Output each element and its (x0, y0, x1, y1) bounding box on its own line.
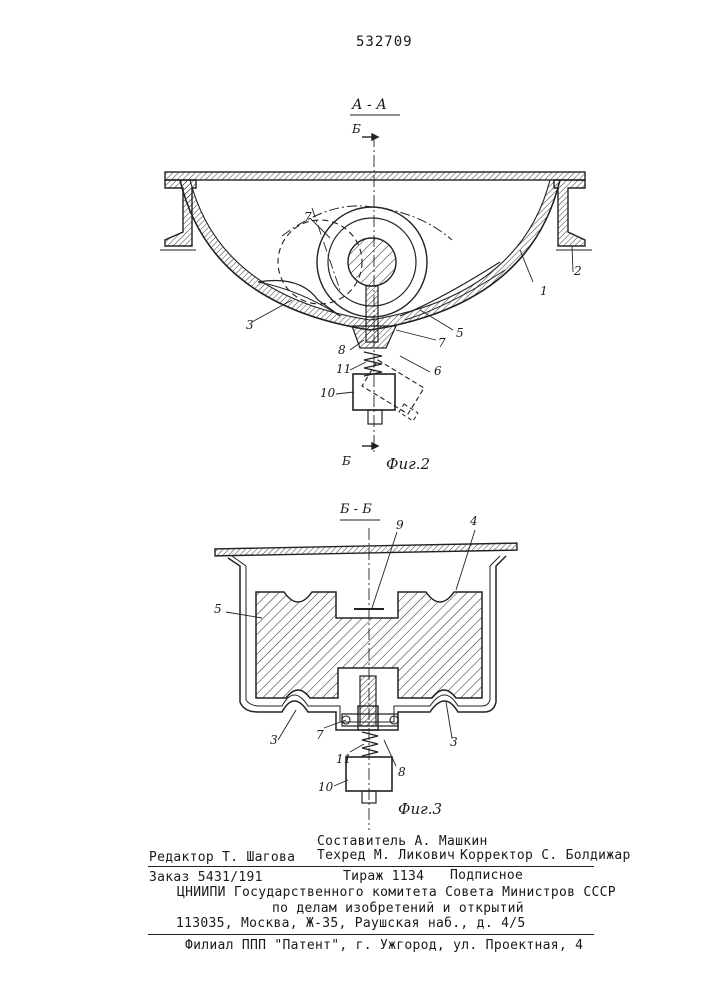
fig2-label-6: 6 (434, 364, 442, 378)
corrector-line: Корректор С. Болдижар (460, 848, 631, 863)
org-line-2: по делам изобретений и открытий (272, 901, 524, 916)
fig2-label-7: 7 (438, 336, 446, 350)
fig2-label-8: 8 (338, 343, 346, 357)
fig3-section-title: Б - Б (340, 502, 372, 517)
fig3-label-9: 9 (396, 518, 404, 532)
figure-3-drawing (215, 520, 517, 830)
fig3-label-4: 4 (470, 514, 478, 528)
branch-line: Филиал ППП "Патент", г. Ужгород, ул. Про… (185, 938, 583, 953)
fig2-label-5: 5 (456, 326, 464, 340)
fig3-label-7: 7 (316, 728, 324, 742)
fig2-cut-label-bottom: Б (342, 454, 351, 468)
fig2-label-3: 3 (246, 318, 254, 332)
address-line: 113035, Москва, Ж-35, Раушская наб., д. … (176, 916, 525, 931)
subscription-line: Подписное (450, 868, 523, 883)
order-line: Заказ 5431/191 (149, 870, 263, 885)
compiler-line: Составитель А. Машкин (317, 834, 488, 849)
org-line-1: ЦНИИПИ Государственного комитета Совета … (177, 885, 616, 900)
fig3-label-3-right: 3 (450, 735, 458, 749)
techred-line: Техред М. Ликович (317, 848, 455, 863)
fig2-caption: Фиг.2 (386, 455, 430, 473)
fig3-label-5: 5 (214, 602, 222, 616)
cover-plate (165, 172, 585, 180)
fig2-label-10: 10 (320, 386, 335, 400)
fig3-label-8: 8 (398, 765, 406, 779)
fig2-label-7-top: 7 (304, 210, 312, 224)
editor-line: Редактор Т. Шагова (149, 850, 295, 865)
fig2-label-2: 2 (574, 264, 582, 278)
fig3-label-11: 11 (336, 752, 351, 766)
fig2-section-title: А - А (352, 97, 387, 113)
figure-2-drawing (160, 115, 592, 455)
imprint-rule-1 (148, 866, 594, 867)
circulation-line: Тираж 1134 (343, 869, 424, 884)
fig2-cut-label-top: Б (352, 122, 361, 136)
fig3-caption: Фиг.3 (398, 800, 442, 818)
page-number: 532709 (356, 34, 413, 50)
imprint-rule-2 (148, 934, 594, 935)
fig3-label-10: 10 (318, 780, 333, 794)
fig2-label-1: 1 (540, 284, 548, 298)
fig2-label-11: 11 (336, 362, 351, 376)
fig3-label-3-left: 3 (270, 733, 278, 747)
